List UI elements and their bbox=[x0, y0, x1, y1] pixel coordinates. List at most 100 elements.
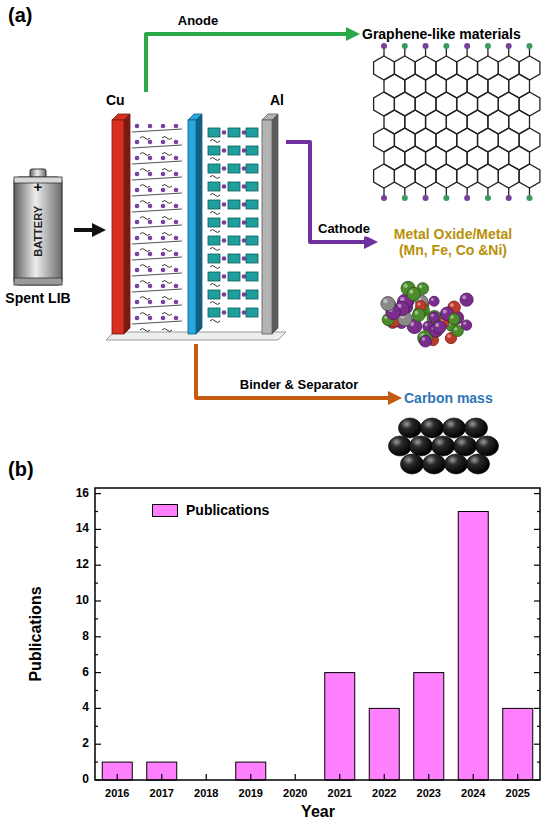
graphite-layer bbox=[132, 305, 182, 308]
tick-label: 14 bbox=[76, 522, 89, 536]
publication-bar bbox=[414, 673, 444, 780]
publication-bar bbox=[325, 673, 355, 780]
lithium-ion bbox=[148, 300, 153, 305]
year-label: 2023 bbox=[417, 787, 441, 800]
lithium-ion bbox=[135, 172, 140, 177]
cathode-crystal bbox=[228, 272, 240, 281]
lithium-ion bbox=[222, 310, 227, 315]
lithium-ion bbox=[222, 292, 227, 297]
functional-group-dot bbox=[526, 195, 532, 201]
x-tick bbox=[161, 774, 162, 780]
carbon-particle bbox=[454, 436, 477, 456]
electrolyte-wave bbox=[162, 313, 172, 316]
lithium-ion bbox=[174, 316, 179, 321]
product-name: Graphene-like materials bbox=[362, 26, 521, 42]
tick-label: 4 bbox=[82, 701, 89, 715]
edge-bond bbox=[425, 48, 426, 56]
edge-bond bbox=[466, 188, 467, 196]
cathode-crystal bbox=[208, 254, 220, 263]
lithium-ion bbox=[148, 188, 153, 193]
y-tick bbox=[537, 654, 540, 655]
tick-label: 8 bbox=[82, 630, 89, 644]
electrolyte-wave bbox=[162, 265, 172, 268]
x-tick bbox=[428, 774, 429, 780]
y-tick bbox=[95, 726, 98, 727]
tick-label: 2 bbox=[82, 737, 89, 751]
hexagon-ring bbox=[374, 164, 395, 188]
particle-highlight bbox=[403, 284, 407, 288]
lithium-ion bbox=[161, 252, 166, 257]
lithium-ion bbox=[135, 252, 140, 257]
lithium-ion bbox=[161, 204, 166, 209]
edge-bond bbox=[404, 48, 405, 56]
cathode-crystal bbox=[208, 164, 220, 173]
functional-group-dot bbox=[526, 43, 532, 49]
x-tick bbox=[384, 774, 385, 780]
hexagon-ring bbox=[457, 164, 478, 188]
lithium-ion bbox=[161, 268, 166, 273]
cathode-crystal bbox=[246, 200, 258, 209]
lithium-ion bbox=[161, 220, 166, 225]
cathode-crystal bbox=[246, 272, 258, 281]
y-tick bbox=[95, 708, 101, 709]
electrolyte-wave bbox=[210, 194, 220, 197]
cathode-crystal bbox=[208, 272, 220, 281]
lithium-ion bbox=[161, 236, 166, 241]
lithium-ion bbox=[135, 316, 140, 321]
y-tick bbox=[534, 779, 540, 780]
carbon-particle bbox=[399, 418, 422, 438]
cathode-crystal bbox=[228, 218, 240, 227]
hexagon-ring bbox=[478, 164, 499, 188]
functional-group-dot bbox=[443, 195, 449, 201]
cathode-crystal bbox=[246, 218, 258, 227]
lithium-ion bbox=[174, 140, 179, 145]
electrolyte-wave bbox=[210, 230, 220, 233]
carbon-particle bbox=[476, 436, 499, 456]
y-tick bbox=[95, 529, 101, 530]
cathode-crystal bbox=[228, 254, 240, 263]
lithium-ion bbox=[174, 252, 179, 257]
electrolyte-wave bbox=[162, 137, 172, 140]
tick-label: 12 bbox=[76, 558, 89, 572]
electrolyte-wave bbox=[140, 137, 150, 140]
electrolyte-wave bbox=[162, 153, 172, 156]
year-label: 2020 bbox=[283, 787, 307, 800]
year-label: 2016 bbox=[105, 787, 129, 800]
cathode-crystal bbox=[228, 236, 240, 245]
graphite-layer bbox=[132, 225, 182, 228]
separator-side bbox=[196, 114, 202, 334]
functional-group-dot bbox=[443, 43, 449, 49]
y-tick bbox=[534, 529, 540, 530]
edge-bond bbox=[446, 188, 447, 196]
graphite-layer bbox=[132, 257, 182, 260]
x-tick bbox=[473, 774, 474, 780]
y-tick bbox=[95, 779, 101, 780]
separator bbox=[188, 120, 196, 334]
nanoparticle bbox=[461, 320, 471, 330]
graphite-layer bbox=[132, 129, 182, 132]
cathode-crystal bbox=[246, 308, 258, 317]
functional-group-dot bbox=[423, 43, 429, 49]
edge-bond bbox=[529, 188, 530, 196]
product-label: Metal Oxide/Metal (Mn, Fe, Co &Ni) bbox=[378, 224, 528, 260]
publication-bar bbox=[503, 708, 533, 780]
carbon-particle bbox=[443, 418, 466, 438]
publication-bar bbox=[369, 708, 399, 780]
carbon-particle bbox=[389, 436, 412, 456]
nanoparticle bbox=[407, 287, 420, 300]
nanoparticle bbox=[433, 321, 446, 334]
electrolyte-wave bbox=[210, 266, 220, 269]
plot-frame bbox=[95, 488, 540, 780]
particle-highlight bbox=[447, 335, 450, 338]
y-tick bbox=[95, 690, 98, 691]
y-tick bbox=[95, 565, 101, 566]
electrolyte-wave bbox=[140, 217, 150, 220]
particle-highlight bbox=[435, 323, 439, 327]
x-tick bbox=[339, 774, 340, 780]
y-tick bbox=[95, 600, 101, 601]
hexagon-ring bbox=[394, 164, 415, 188]
carbon-particle bbox=[423, 454, 446, 474]
cathode-crystal bbox=[208, 308, 220, 317]
publication-bar bbox=[147, 762, 177, 780]
y-tick bbox=[537, 511, 540, 512]
